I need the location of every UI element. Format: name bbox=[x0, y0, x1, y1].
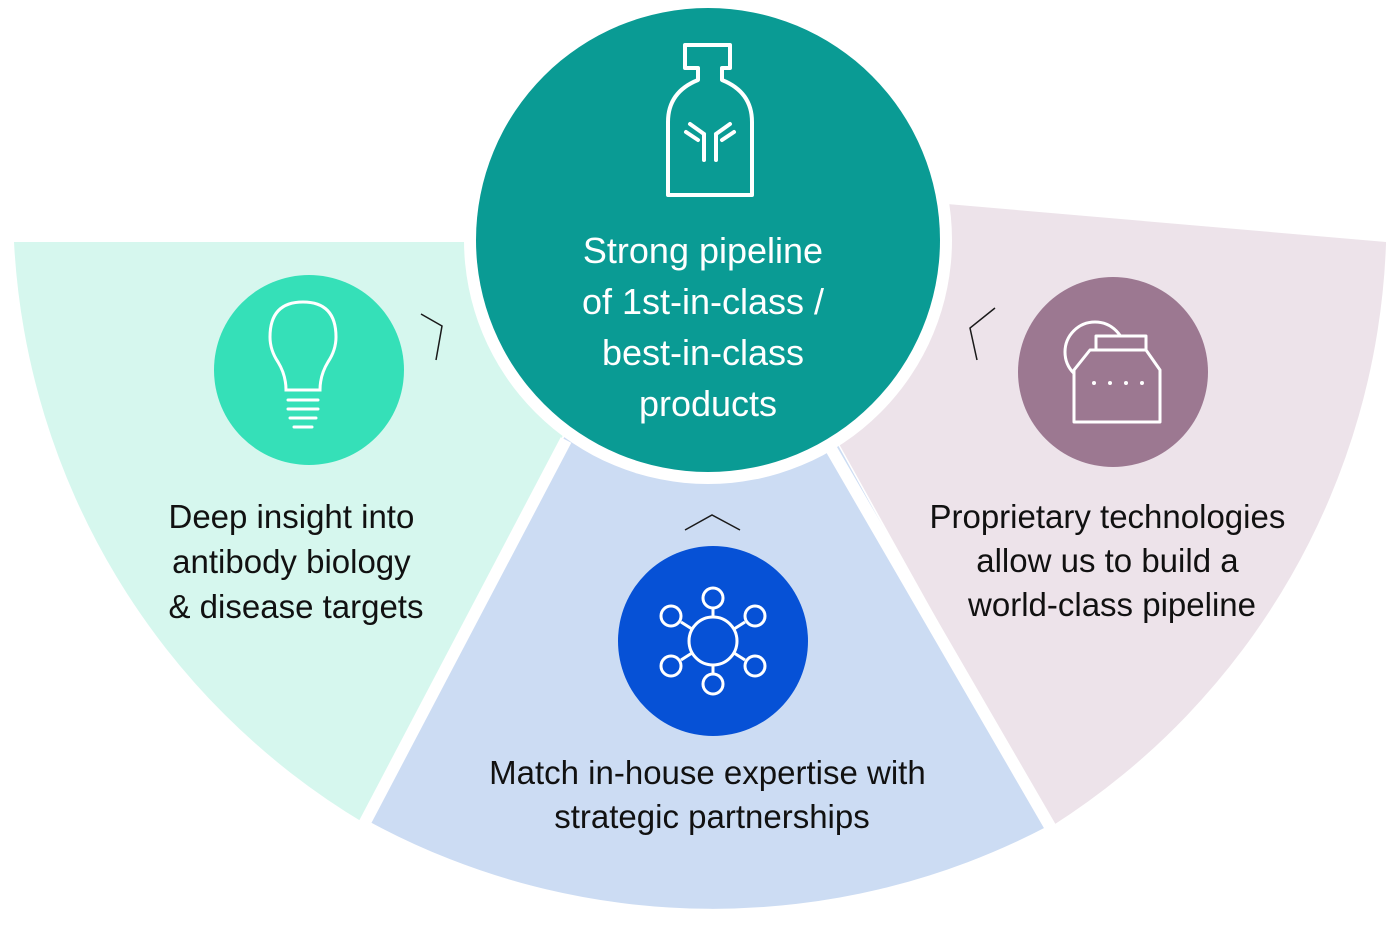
bottom-icon-circle bbox=[618, 546, 808, 736]
arrow-chevron-bottom bbox=[684, 514, 741, 531]
bottom-label-line: Match in-house expertise with bbox=[489, 754, 926, 791]
arrow-chevron-left bbox=[420, 313, 443, 361]
network-hub-icon bbox=[659, 586, 767, 696]
divider-left bbox=[356, 437, 572, 831]
center-label-line: of 1st-in-class / bbox=[582, 281, 824, 322]
arrow-chevron-right bbox=[969, 307, 996, 361]
center-label-line: best-in-class bbox=[602, 332, 804, 373]
left-label-line: Deep insight into bbox=[169, 498, 415, 535]
bottom-label: Match in-house expertise with strategic … bbox=[489, 754, 935, 835]
left-label: Deep insight into antibody biology & dis… bbox=[169, 498, 424, 625]
bottom-sector bbox=[370, 182, 1048, 909]
divider-right bbox=[820, 436, 1058, 834]
center-label: Strong pipeline of 1st-in-class / best-i… bbox=[582, 230, 834, 424]
bottom-label-line: strategic partnerships bbox=[554, 798, 869, 835]
left-label-line: & disease targets bbox=[169, 588, 424, 625]
right-label-line: allow us to build a bbox=[976, 542, 1239, 579]
left-label-line: antibody biology bbox=[172, 543, 411, 580]
lightbulb-icon bbox=[268, 300, 338, 429]
right-label-line: Proprietary technologies bbox=[929, 498, 1285, 535]
lab-jar-dots bbox=[1092, 381, 1144, 385]
right-label-line: world-class pipeline bbox=[967, 586, 1256, 623]
center-label-line: Strong pipeline bbox=[583, 230, 823, 271]
center-label-line: products bbox=[639, 383, 777, 424]
antibody-vial-icon bbox=[666, 43, 754, 197]
left-icon-circle bbox=[214, 275, 404, 465]
center-circle-fill bbox=[476, 8, 940, 472]
right-label: Proprietary technologies allow us to bui… bbox=[929, 498, 1294, 623]
